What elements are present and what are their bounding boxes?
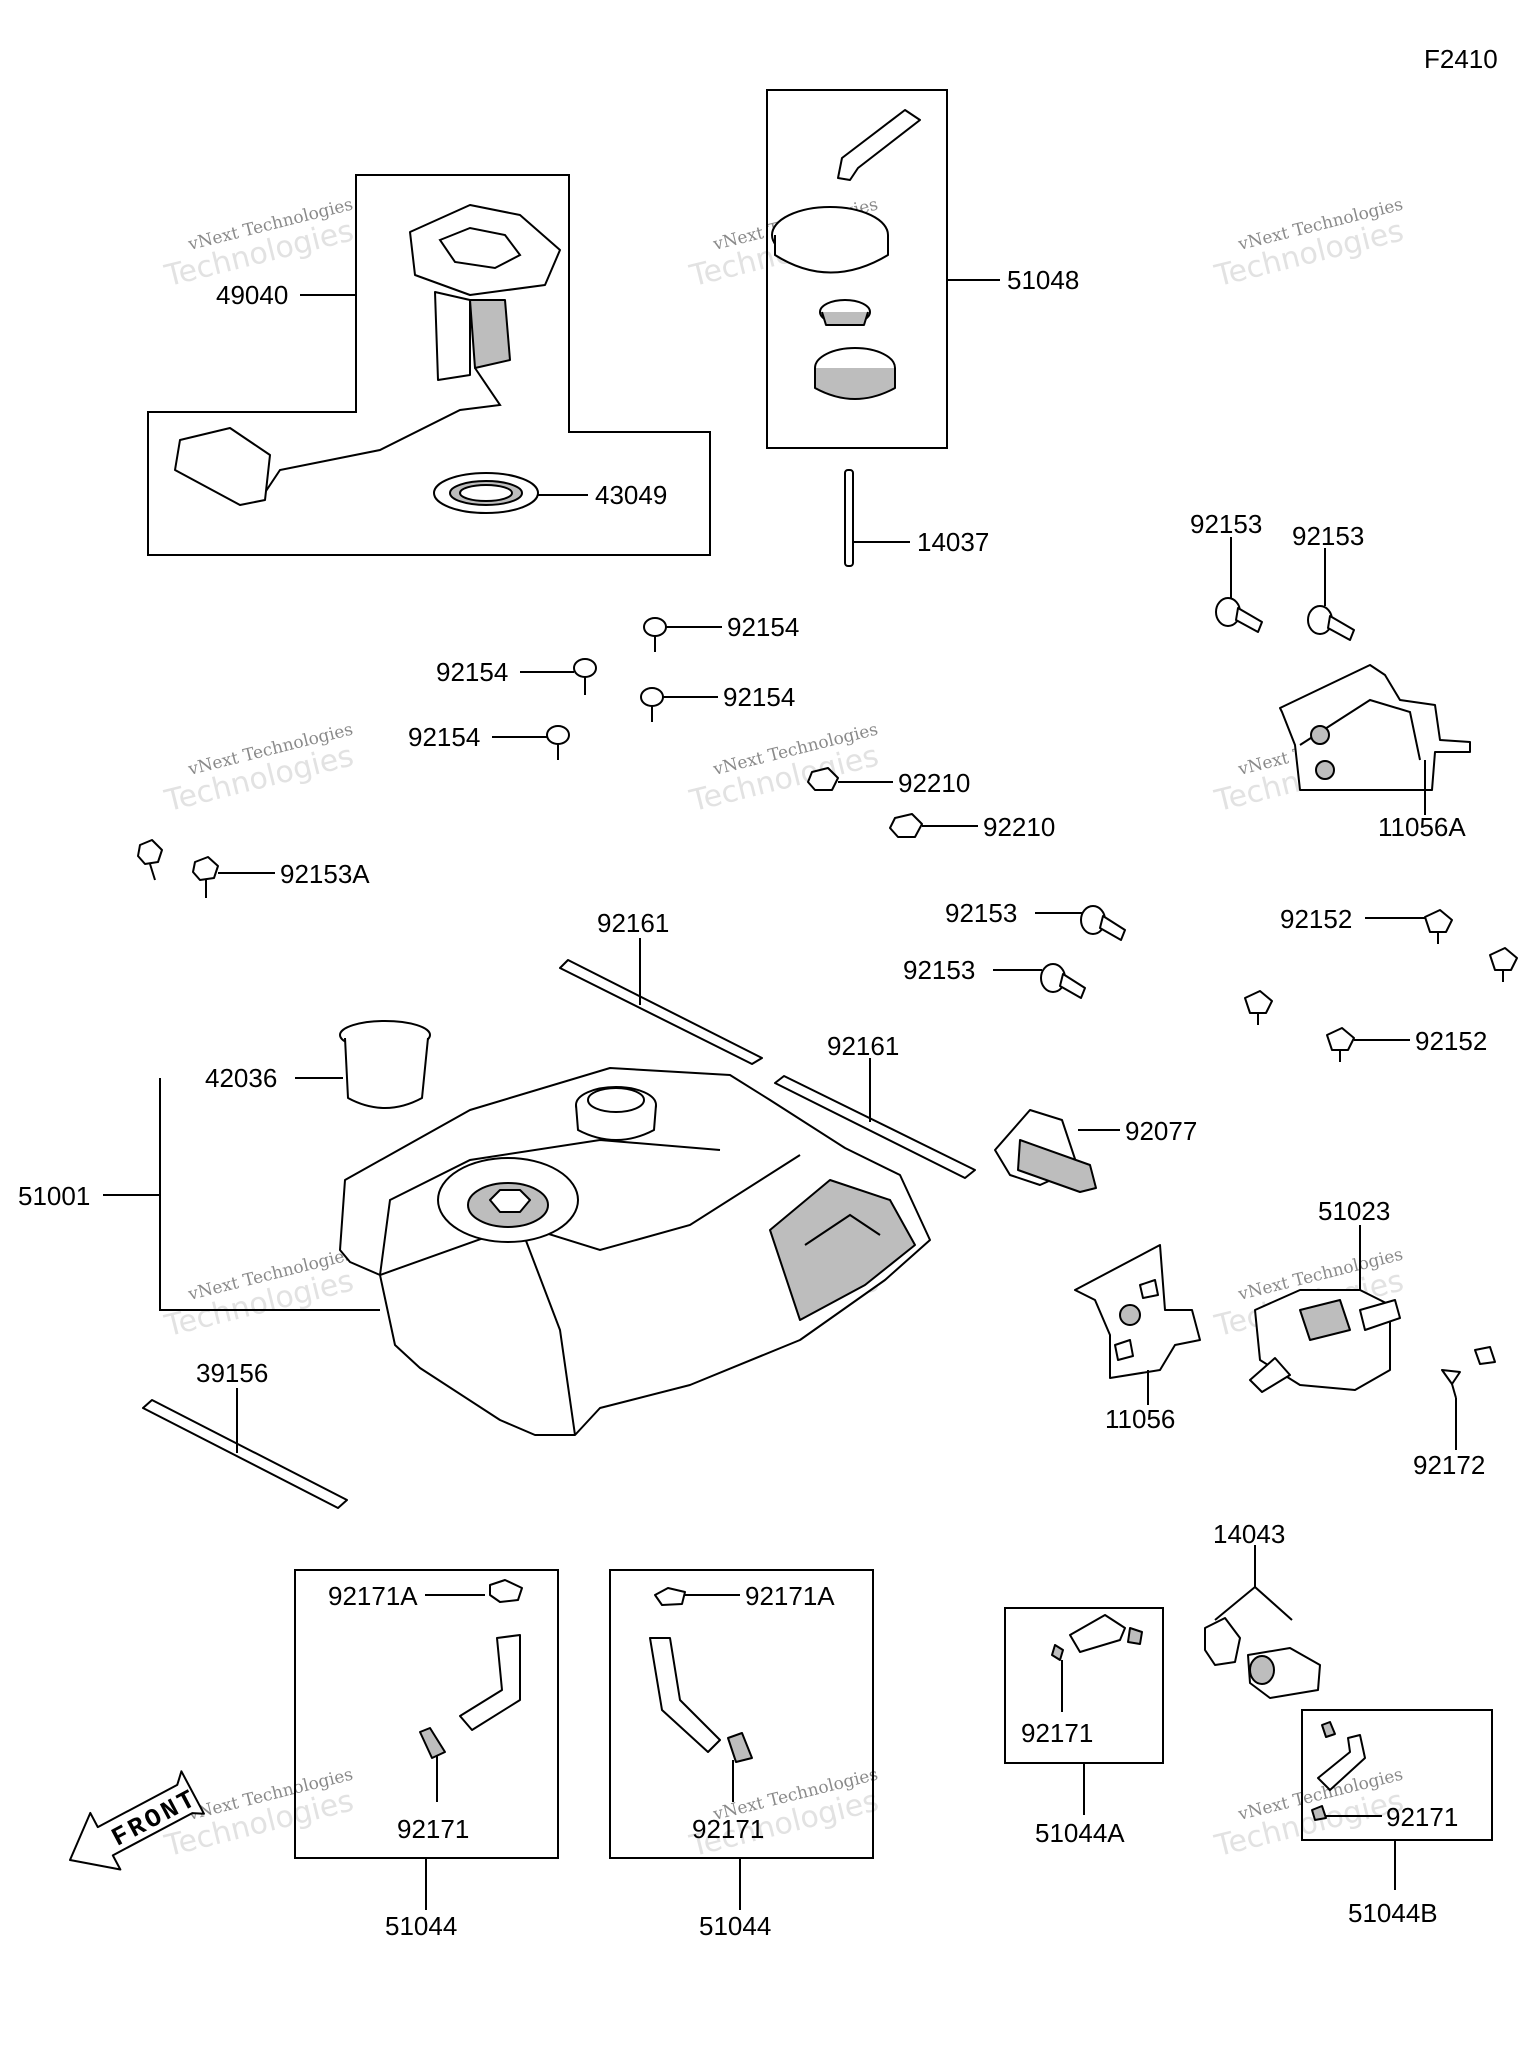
part-label-92210: 92210 [983, 812, 1055, 842]
part-label-92171A: 92171A [745, 1581, 835, 1611]
part-label-11056A: 11056A [1378, 812, 1466, 842]
part-label-92154: 92154 [408, 722, 480, 752]
part-label-92153A: 92153A [280, 859, 370, 889]
screw-92154[interactable] [573, 658, 597, 695]
part-label-51044: 51044 [385, 1911, 457, 1941]
bolt-92153A[interactable] [192, 856, 219, 898]
bolt-92153[interactable] [1215, 597, 1263, 633]
hose-51044[interactable] [419, 1579, 523, 1759]
cap-assy[interactable] [771, 109, 921, 400]
part-label-92161: 92161 [827, 1031, 899, 1061]
pad-92161[interactable] [559, 959, 763, 1065]
part-label-39156: 39156 [196, 1358, 268, 1388]
part-label-51044B: 51044B [1348, 1898, 1438, 1928]
nut-92210[interactable] [807, 767, 839, 791]
watermark: Technologies vNext Technologies [161, 1245, 357, 1345]
part-label-92153: 92153 [1190, 509, 1262, 539]
part-label-92154: 92154 [723, 682, 795, 712]
watermark: Technologies vNext Technologies [1211, 195, 1407, 295]
hose-51044[interactable] [649, 1587, 753, 1763]
screw-92154[interactable] [643, 617, 667, 652]
part-label-92171A: 92171A [328, 1581, 418, 1611]
part-label-92077: 92077 [1125, 1116, 1197, 1146]
part-label-92171: 92171 [397, 1814, 469, 1844]
part-label-43049: 43049 [595, 480, 667, 510]
watermark: Technologies vNext Technologies [161, 720, 357, 820]
valve[interactable] [1249, 1289, 1401, 1393]
screw-92154[interactable] [640, 687, 664, 722]
bracket-11056[interactable] [1074, 1244, 1201, 1379]
part-label-42036: 42036 [205, 1063, 277, 1093]
nut-92210[interactable] [889, 813, 923, 838]
fuel-tank[interactable] [339, 1067, 931, 1436]
part-label-51048: 51048 [1007, 265, 1079, 295]
part-label-92171: 92171 [1021, 1718, 1093, 1748]
part-label-14037: 14037 [917, 527, 989, 557]
part-label-92210: 92210 [898, 768, 970, 798]
part-label-51044A: 51044A [1035, 1818, 1125, 1848]
part-label-92154: 92154 [727, 612, 799, 642]
cap-strap[interactable] [844, 469, 854, 567]
pump-gasket[interactable] [433, 472, 539, 514]
part-label-92153: 92153 [945, 898, 1017, 928]
fuel-pump-group-box [147, 174, 711, 556]
bolt-92153A[interactable] [137, 839, 163, 881]
switch-14043[interactable] [1204, 1617, 1321, 1699]
bracket-11056A[interactable] [1279, 664, 1471, 791]
pad-39156[interactable] [142, 1399, 348, 1509]
part-label-51044: 51044 [699, 1911, 771, 1941]
clip-92172[interactable] [1474, 1346, 1496, 1365]
part-label-92161: 92161 [597, 908, 669, 938]
watermark: Technologies vNext Technologies [1211, 1765, 1407, 1865]
filler-cap[interactable] [339, 1020, 431, 1109]
part-label-92153: 92153 [903, 955, 975, 985]
hose-group-box-B [1301, 1709, 1493, 1841]
bolt-92153[interactable] [1080, 905, 1126, 941]
cap-assy-box [766, 89, 948, 449]
bolt-92153[interactable] [1040, 963, 1086, 999]
part-label-92152: 92152 [1280, 904, 1352, 934]
leader-bracket [1214, 1545, 1293, 1621]
bolt-92153[interactable] [1307, 605, 1355, 641]
screw-92154[interactable] [546, 725, 570, 760]
part-label-92171: 92171 [692, 1814, 764, 1844]
leader-bracket [159, 1078, 380, 1311]
bolt-92152[interactable] [1489, 947, 1518, 982]
pad-92161[interactable] [774, 1075, 976, 1179]
bolt-92152[interactable] [1326, 1027, 1355, 1062]
part-label-14043: 14043 [1213, 1519, 1285, 1549]
part-label-92171: 92171 [1386, 1802, 1458, 1832]
hose-51044A[interactable] [1051, 1614, 1143, 1661]
part-label-92152: 92152 [1415, 1026, 1487, 1056]
hose-51044B[interactable] [1311, 1721, 1366, 1821]
part-label-11056: 11056 [1105, 1404, 1175, 1434]
part-label-51023: 51023 [1318, 1196, 1390, 1226]
part-label-92154: 92154 [436, 657, 508, 687]
watermark: Technologies vNext Technologies [686, 720, 882, 820]
fuel-pump[interactable] [174, 204, 561, 506]
figure-code: F2410 [1424, 44, 1498, 74]
part-label-92172: 92172 [1413, 1450, 1485, 1480]
part-label-51001: 51001 [18, 1181, 90, 1211]
clip-92172[interactable] [1441, 1369, 1461, 1399]
grommet[interactable] [994, 1109, 1097, 1193]
bolt-92152[interactable] [1424, 909, 1453, 944]
hose-group-box-middle [609, 1569, 874, 1859]
part-label-49040: 49040 [216, 280, 288, 310]
bolt-92152[interactable] [1244, 990, 1273, 1025]
part-label-92153: 92153 [1292, 521, 1364, 551]
